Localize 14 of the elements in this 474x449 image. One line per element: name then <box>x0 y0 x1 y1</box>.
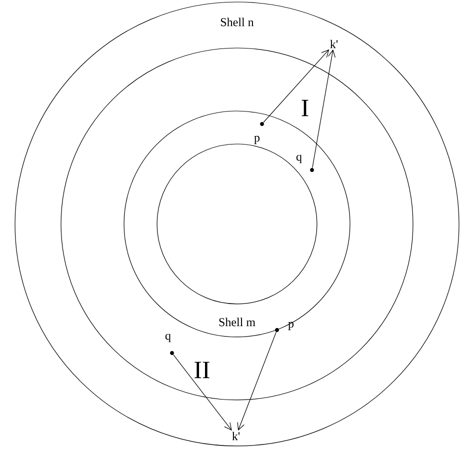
point-label: p <box>254 136 260 144</box>
region-label: II <box>194 362 210 378</box>
point-label: q <box>165 334 171 342</box>
region-label: Shell n <box>220 18 254 26</box>
point-label: k' <box>330 40 338 48</box>
region-label: I <box>302 100 308 116</box>
arrow <box>237 332 277 431</box>
point-label: p <box>288 322 294 330</box>
region-label: Shell m <box>219 318 256 326</box>
point-label: k' <box>232 432 240 440</box>
arrow <box>263 49 330 123</box>
point-label: q <box>296 154 302 164</box>
arrow <box>312 49 336 168</box>
arrow <box>173 354 232 431</box>
